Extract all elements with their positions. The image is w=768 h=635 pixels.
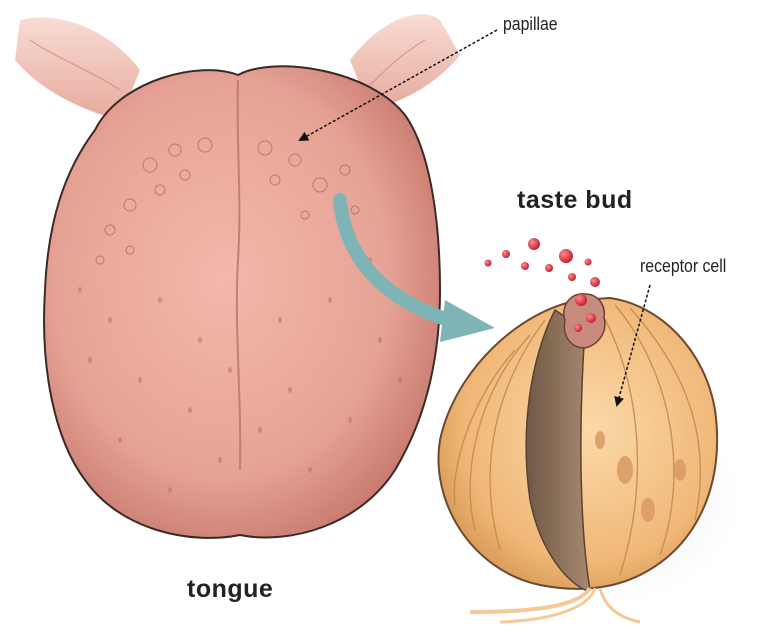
papillae-label: papillae [503, 14, 558, 35]
receptor-cell-label: receptor cell [640, 256, 726, 277]
taste-bud [438, 294, 750, 622]
tongue-label: tongue [187, 575, 273, 604]
tongue [44, 66, 440, 538]
taste-bud-label: taste bud [517, 186, 633, 215]
